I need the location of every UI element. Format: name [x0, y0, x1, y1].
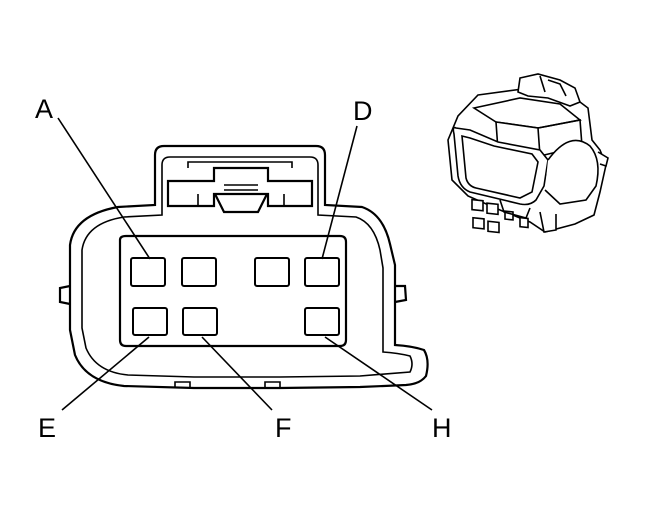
label-d: D [353, 96, 373, 126]
cavity-f [182, 307, 218, 336]
connector-housing-outline [68, 144, 429, 390]
cavity-d [304, 257, 340, 287]
label-h: H [432, 413, 452, 443]
label-e: E [38, 413, 56, 443]
cavity-c [254, 257, 290, 287]
label-a: A [35, 94, 53, 124]
connector-isometric-view [447, 73, 609, 234]
cavity-a [130, 257, 166, 287]
label-f: F [275, 413, 292, 443]
leader-lines [57, 117, 433, 411]
connector-inner-outline [81, 156, 413, 378]
bottom-nubs [174, 381, 281, 388]
terminal-cavities [130, 257, 340, 336]
cavity-wall [118, 234, 348, 348]
cavity-b [181, 257, 217, 287]
cavity-h [304, 307, 340, 336]
leader-d [321, 125, 358, 260]
latch [166, 161, 314, 214]
leader-a [57, 117, 151, 260]
connector-face-view: A D E F H [35, 94, 452, 443]
right-key [394, 284, 408, 304]
cavity-e [132, 307, 168, 336]
leader-e [61, 336, 150, 411]
left-key [58, 284, 71, 306]
leader-h [324, 336, 433, 411]
leader-f [201, 336, 273, 411]
